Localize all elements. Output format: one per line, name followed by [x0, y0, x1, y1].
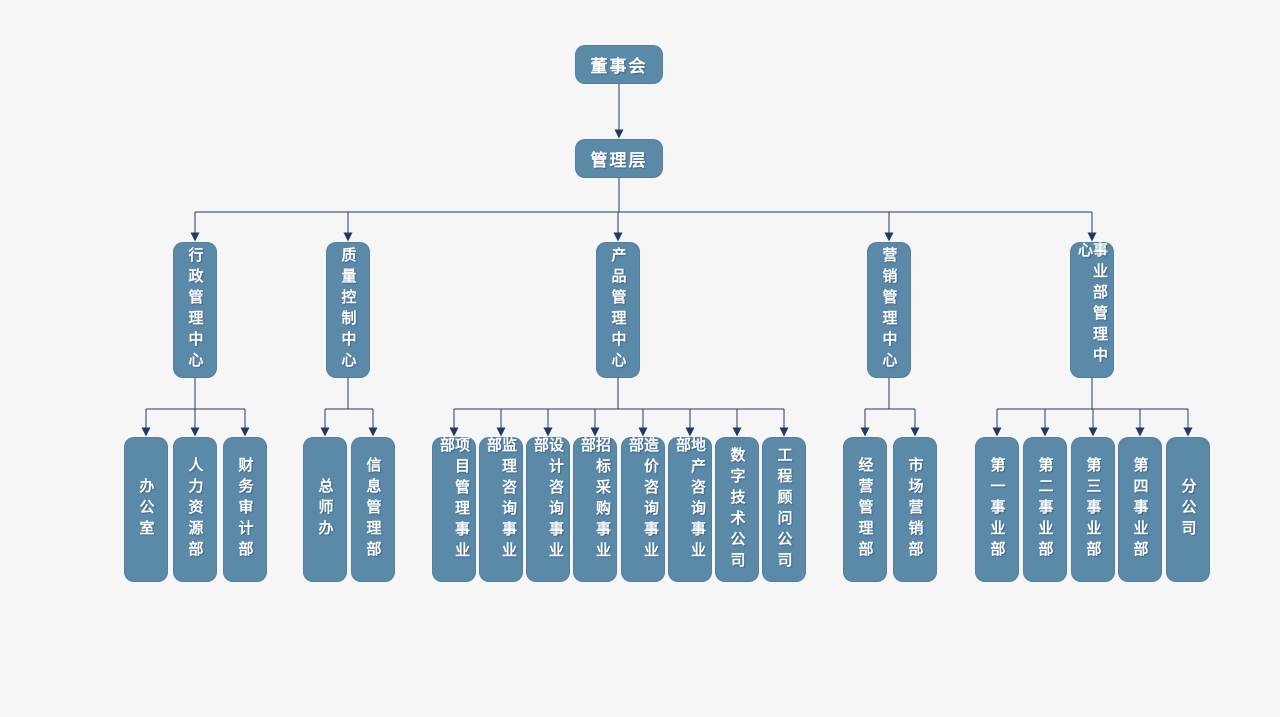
org-node-label: 营销管理中心: [880, 247, 898, 373]
org-node-third-division: 第三事业部: [1071, 437, 1115, 582]
org-node-label: 财务审计部: [236, 457, 254, 562]
org-node-first-division: 第一事业部: [975, 437, 1019, 582]
org-node-engineering-consultant-company: 工程顾问公司: [762, 437, 806, 582]
org-node-label: 设计咨询事业部: [532, 437, 564, 563]
org-node-label: 地产咨询事业部: [674, 437, 706, 563]
org-node-business-mgmt-dept: 经营管理部: [843, 437, 887, 582]
org-node-office: 办公室: [124, 437, 168, 582]
org-node-tendering-procurement-division: 招标采购事业部: [573, 437, 617, 582]
org-node-project-mgmt-division: 项目管理事业部: [432, 437, 476, 582]
org-node-label: 工程顾问公司: [775, 446, 793, 573]
org-node-branch-company: 分公司: [1166, 437, 1210, 582]
org-node-label: 第二事业部: [1036, 457, 1054, 562]
org-node-product-center: 产品管理中心: [596, 242, 640, 378]
org-node-label: 经营管理部: [856, 457, 874, 562]
org-node-label: 总师办: [316, 478, 334, 541]
org-node-cost-consulting-division: 造价咨询事业部: [621, 437, 665, 582]
org-node-fourth-division: 第四事业部: [1118, 437, 1162, 582]
org-node-label: 董事会: [590, 57, 648, 76]
org-node-label: 数字技术公司: [728, 446, 746, 573]
org-node-finance-audit-dept: 财务审计部: [223, 437, 267, 582]
org-node-label: 第三事业部: [1084, 457, 1102, 562]
org-node-admin-center: 行政管理中心: [173, 242, 217, 378]
org-node-label: 产品管理中心: [609, 247, 627, 373]
org-node-label: 行政管理中心: [186, 247, 204, 373]
org-node-supervision-consulting-division: 监理咨询事业部: [479, 437, 523, 582]
org-node-management: 管理层: [575, 139, 663, 178]
org-node-label: 市场营销部: [906, 457, 924, 562]
org-node-quality-center: 质量控制中心: [326, 242, 370, 378]
org-node-label: 信息管理部: [364, 457, 382, 562]
org-node-label: 招标采购事业部: [579, 437, 611, 563]
org-node-label: 分公司: [1179, 478, 1197, 541]
org-node-chief-engineer-office: 总师办: [303, 437, 347, 582]
org-node-digital-tech-company: 数字技术公司: [715, 437, 759, 582]
org-node-info-mgmt-dept: 信息管理部: [351, 437, 395, 582]
org-node-design-consulting-division: 设计咨询事业部: [526, 437, 570, 582]
org-node-label: 人力资源部: [186, 457, 204, 562]
org-node-board: 董事会: [575, 45, 663, 84]
org-node-label: 监理咨询事业部: [485, 437, 517, 563]
org-node-marketing-center: 营销管理中心: [867, 242, 911, 378]
org-node-label: 办公室: [137, 478, 155, 541]
org-node-second-division: 第二事业部: [1023, 437, 1067, 582]
org-node-label: 项目管理事业部: [438, 437, 470, 563]
org-node-hr-dept: 人力资源部: [173, 437, 217, 582]
org-node-marketing-dept: 市场营销部: [893, 437, 937, 582]
org-node-label: 第四事业部: [1131, 457, 1149, 562]
org-node-label: 造价咨询事业部: [627, 437, 659, 563]
org-node-label: 第一事业部: [988, 457, 1006, 562]
org-node-realestate-consulting-division: 地产咨询事业部: [668, 437, 712, 582]
org-node-label: 事业部管理中心: [1076, 242, 1108, 368]
org-node-label: 质量控制中心: [339, 247, 357, 373]
org-node-label: 管理层: [590, 151, 648, 170]
org-node-division-center: 事业部管理中心: [1070, 242, 1114, 378]
